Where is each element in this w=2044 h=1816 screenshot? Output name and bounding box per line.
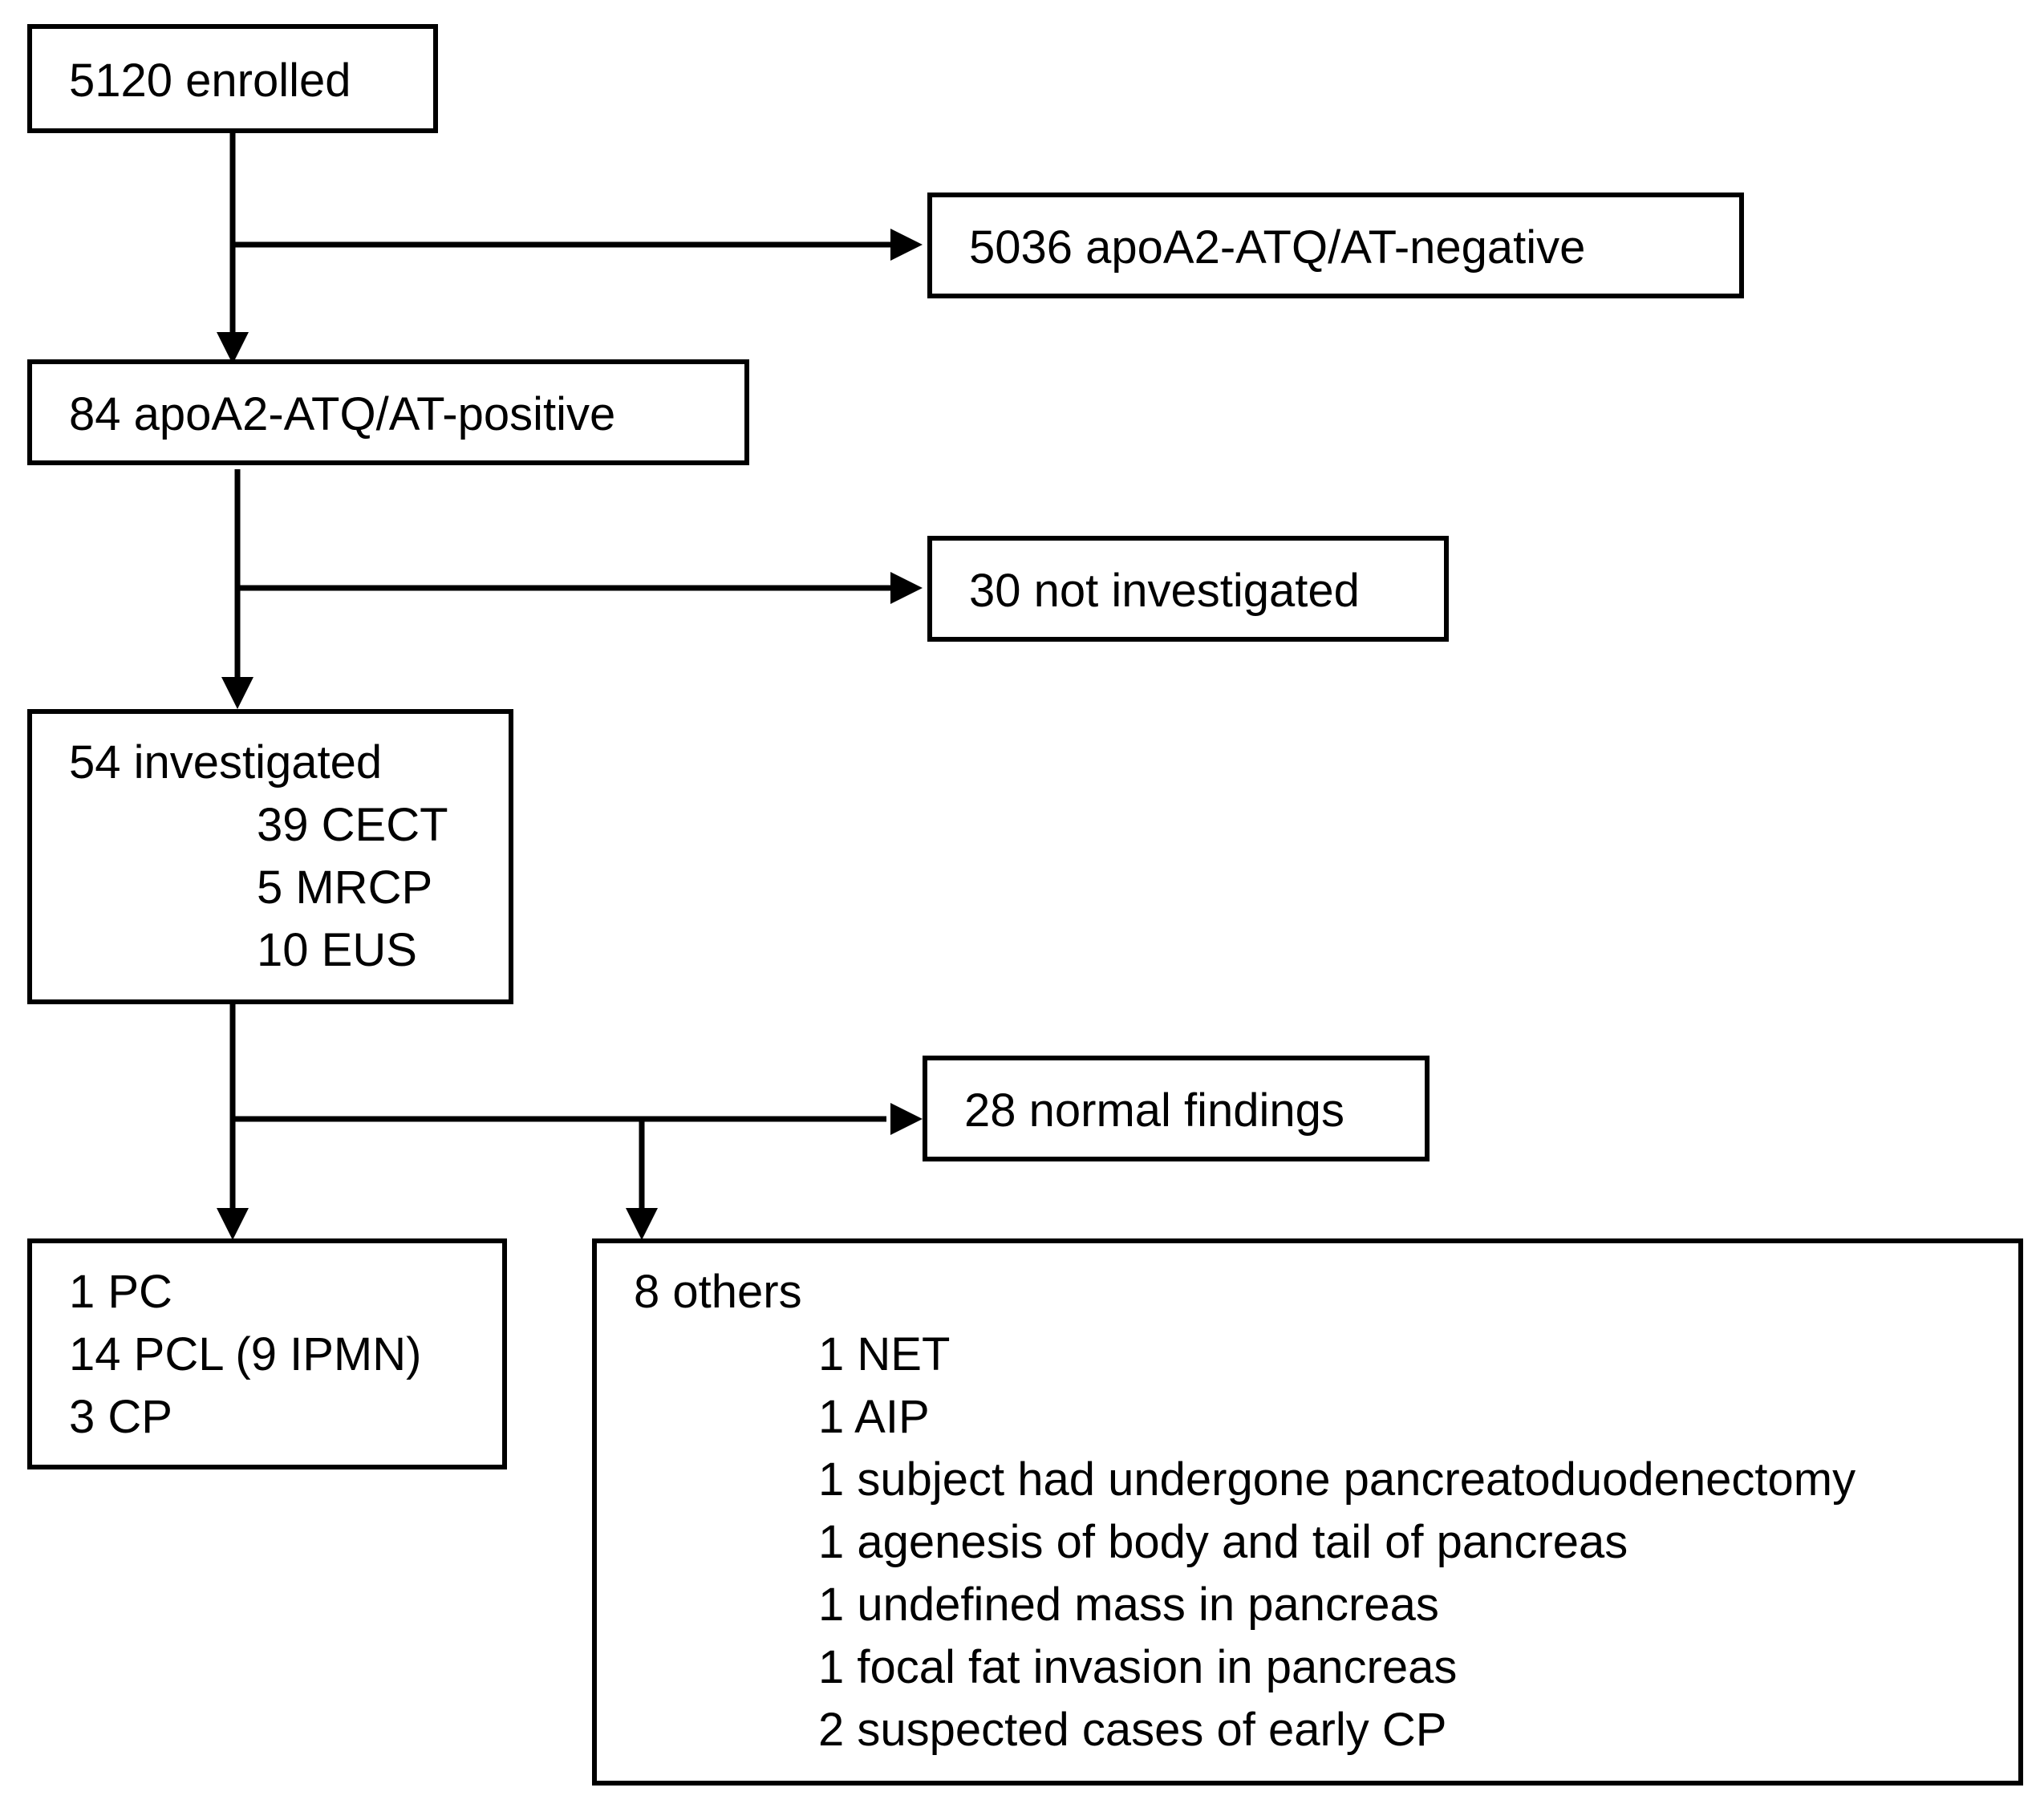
finding-item: 1 PC — [69, 1266, 172, 1318]
enrolled-box: 5120 enrolled — [27, 24, 438, 133]
arrowhead-to-positive — [217, 332, 249, 364]
others-box: 8 others 1 NET 1 AIP 1 subject had under… — [592, 1238, 2023, 1786]
others-item: 1 subject had undergone pancreatoduodene… — [818, 1453, 1856, 1506]
investigated-item: 5 MRCP — [257, 861, 433, 914]
others-item: 2 suspected cases of early CP — [818, 1704, 1447, 1756]
not-investigated-label: 30 not investigated — [969, 565, 1360, 617]
finding-item: 14 PCL (9 IPMN) — [69, 1328, 422, 1380]
findings-box: 1 PC 14 PCL (9 IPMN) 3 CP — [27, 1238, 507, 1469]
negative-box: 5036 apoA2-ATQ/AT-negative — [927, 193, 1744, 298]
arrowhead-to-others — [626, 1208, 658, 1240]
not-investigated-box: 30 not investigated — [927, 536, 1449, 642]
investigated-item: 10 EUS — [257, 924, 417, 976]
others-item: 1 AIP — [818, 1391, 930, 1443]
normal-findings-label: 28 normal findings — [964, 1084, 1344, 1137]
investigated-box: 54 investigated 39 CECT 5 MRCP 10 EUS — [27, 709, 513, 1004]
arrowhead-to-findings — [217, 1208, 249, 1240]
arrowhead-to-not-investigated — [890, 572, 923, 604]
enrolled-label: 5120 enrolled — [69, 55, 351, 107]
arrowhead-to-investigated — [221, 677, 253, 709]
normal-findings-box: 28 normal findings — [923, 1056, 1430, 1161]
arrowhead-to-negative — [890, 229, 923, 261]
others-title: 8 others — [634, 1266, 802, 1318]
others-item: 1 NET — [818, 1328, 951, 1380]
positive-label: 84 apoA2-ATQ/AT-positive — [69, 388, 616, 440]
negative-label: 5036 apoA2-ATQ/AT-negative — [969, 221, 1586, 274]
investigated-title: 54 investigated — [69, 736, 383, 788]
others-item: 1 undefined mass in pancreas — [818, 1579, 1439, 1631]
others-item: 1 agenesis of body and tail of pancreas — [818, 1516, 1628, 1568]
arrowhead-to-normal — [890, 1103, 923, 1135]
finding-item: 3 CP — [69, 1391, 172, 1443]
positive-box: 84 apoA2-ATQ/AT-positive — [27, 359, 749, 465]
investigated-item: 39 CECT — [257, 799, 448, 851]
others-item: 1 focal fat invasion in pancreas — [818, 1641, 1458, 1693]
